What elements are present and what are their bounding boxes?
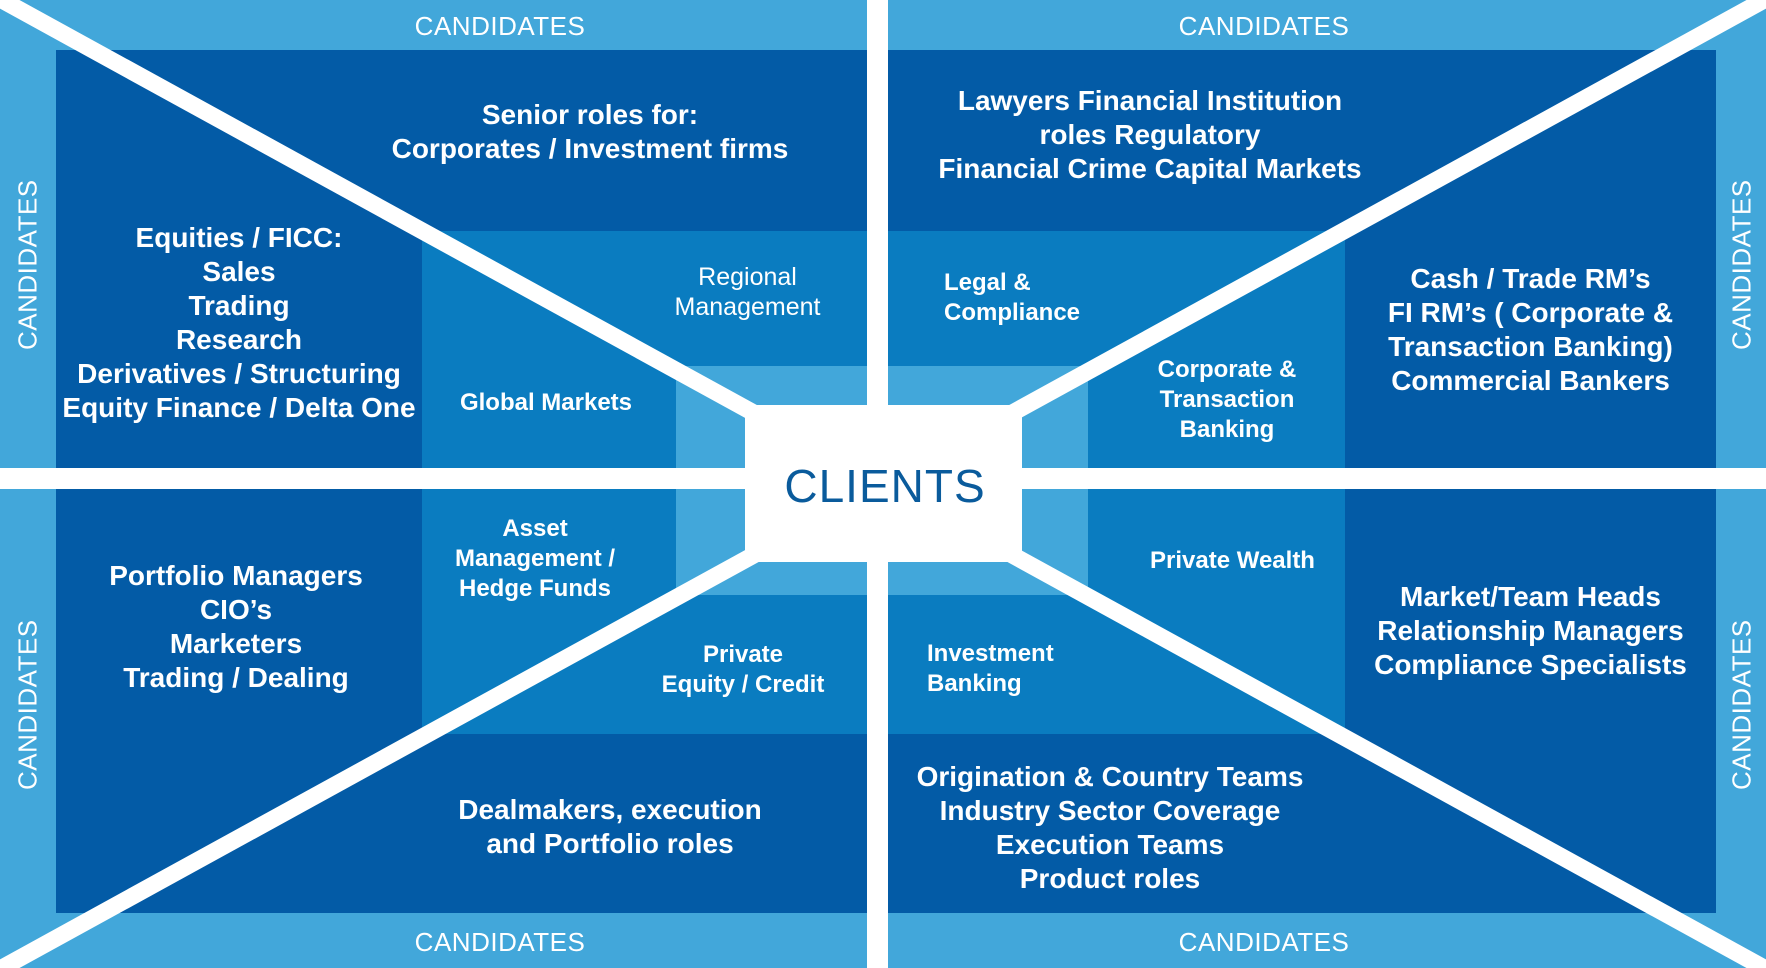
sector-private-equity: Private Equity / Credit [661, 641, 825, 698]
roles-left-upper: Equities / FICC: Sales Trading Research … [62, 222, 416, 423]
mid-block-private-equity [676, 595, 867, 734]
mid-block-investment-banking [888, 595, 1088, 734]
roles-bottom-right: Origination & Country Teams Industry Sec… [916, 761, 1304, 894]
mid-block-legal [888, 231, 1088, 366]
roles-bottom-left: Dealmakers, execution and Portfolio role… [458, 794, 762, 859]
sector-corporate-transaction-banking: Corporate & Transaction Banking [1157, 356, 1297, 443]
roles-right-upper: Cash / Trade RM’s FI RM’s ( Corporate & … [1387, 263, 1674, 396]
sector-legal-compliance: Legal & Compliance [944, 269, 1081, 326]
sector-global-markets: Global Markets [459, 389, 633, 416]
candidates-right-lower: CANDIDATES [1726, 619, 1757, 791]
clients-box [745, 405, 1022, 562]
candidates-top-left: CANDIDATES [414, 10, 586, 41]
roles-right-lower: Market/Team Heads Relationship Managers … [1374, 581, 1687, 680]
candidates-left-upper: CANDIDATES [12, 179, 43, 351]
candidates-right-upper: CANDIDATES [1726, 179, 1757, 351]
candidates-left-lower: CANDIDATES [12, 619, 43, 791]
sector-asset-management: Asset Management / Hedge Funds [454, 515, 616, 602]
roles-left-lower: Portfolio Managers CIO’s Marketers Tradi… [109, 560, 363, 693]
candidates-top-right: CANDIDATES [1178, 10, 1350, 41]
sector-investment-banking: Investment Banking [927, 640, 1054, 697]
candidates-bottom-right: CANDIDATES [1178, 926, 1350, 957]
mid-block-regional [676, 231, 867, 366]
roles-top-left: Senior roles for: Corporates / Investmen… [391, 99, 789, 164]
sector-private-wealth: Private Wealth [1150, 547, 1315, 574]
clients-label: CLIENTS [784, 460, 986, 512]
roles-top-right: Lawyers Financial Institution roles Regu… [938, 85, 1362, 184]
sector-regional-management: Regional Management [674, 263, 821, 321]
candidates-bottom-left: CANDIDATES [414, 926, 586, 957]
